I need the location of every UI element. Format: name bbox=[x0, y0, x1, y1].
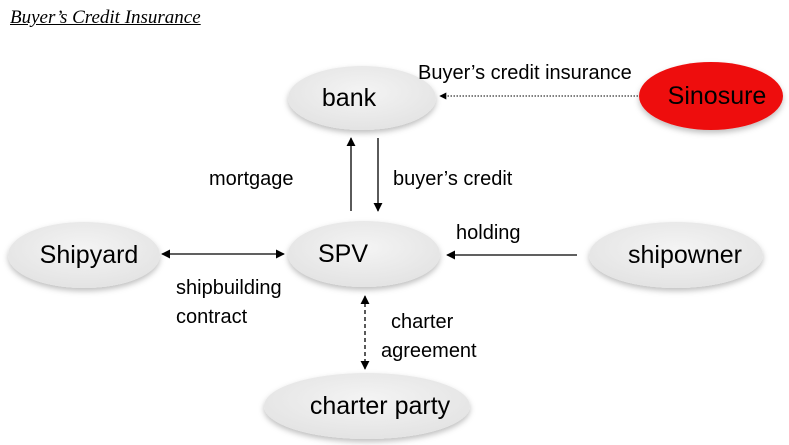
shipowner-ellipse bbox=[589, 222, 763, 288]
node-shipowner: shipowner bbox=[589, 222, 763, 288]
charter-label-line1: charter bbox=[391, 311, 454, 333]
node-spv: SPV bbox=[288, 221, 440, 287]
spv-ellipse bbox=[288, 221, 440, 287]
node-sinosure: Sinosure bbox=[639, 62, 783, 130]
node-bank: bank bbox=[288, 66, 436, 130]
spv-label: SPV bbox=[318, 240, 368, 268]
sinosure-label: Sinosure bbox=[668, 82, 767, 110]
mortgage-label: mortgage bbox=[209, 168, 294, 190]
buyers-credit-label: buyer’s credit bbox=[393, 168, 513, 190]
bank-label: bank bbox=[322, 84, 377, 112]
shipowner-label: shipowner bbox=[628, 241, 742, 269]
charter-label-line2: agreement bbox=[381, 340, 477, 362]
sinosure-ellipse bbox=[639, 62, 783, 130]
charter-party-label: charter party bbox=[310, 392, 451, 420]
bank-ellipse bbox=[288, 66, 436, 130]
diagram-title: Buyer’s Credit Insurance bbox=[10, 7, 201, 28]
shipyard-label: Shipyard bbox=[40, 241, 139, 269]
node-charter-party: charter party bbox=[264, 373, 470, 439]
insurance-label: Buyer’s credit insurance bbox=[418, 62, 632, 84]
holding-label: holding bbox=[456, 222, 521, 244]
node-shipyard: Shipyard bbox=[8, 222, 160, 288]
shipbuilding-label-line2: contract bbox=[176, 306, 248, 328]
shipyard-ellipse bbox=[8, 222, 160, 288]
charter-party-ellipse bbox=[264, 373, 470, 439]
shipbuilding-label-line1: shipbuilding bbox=[176, 277, 282, 299]
